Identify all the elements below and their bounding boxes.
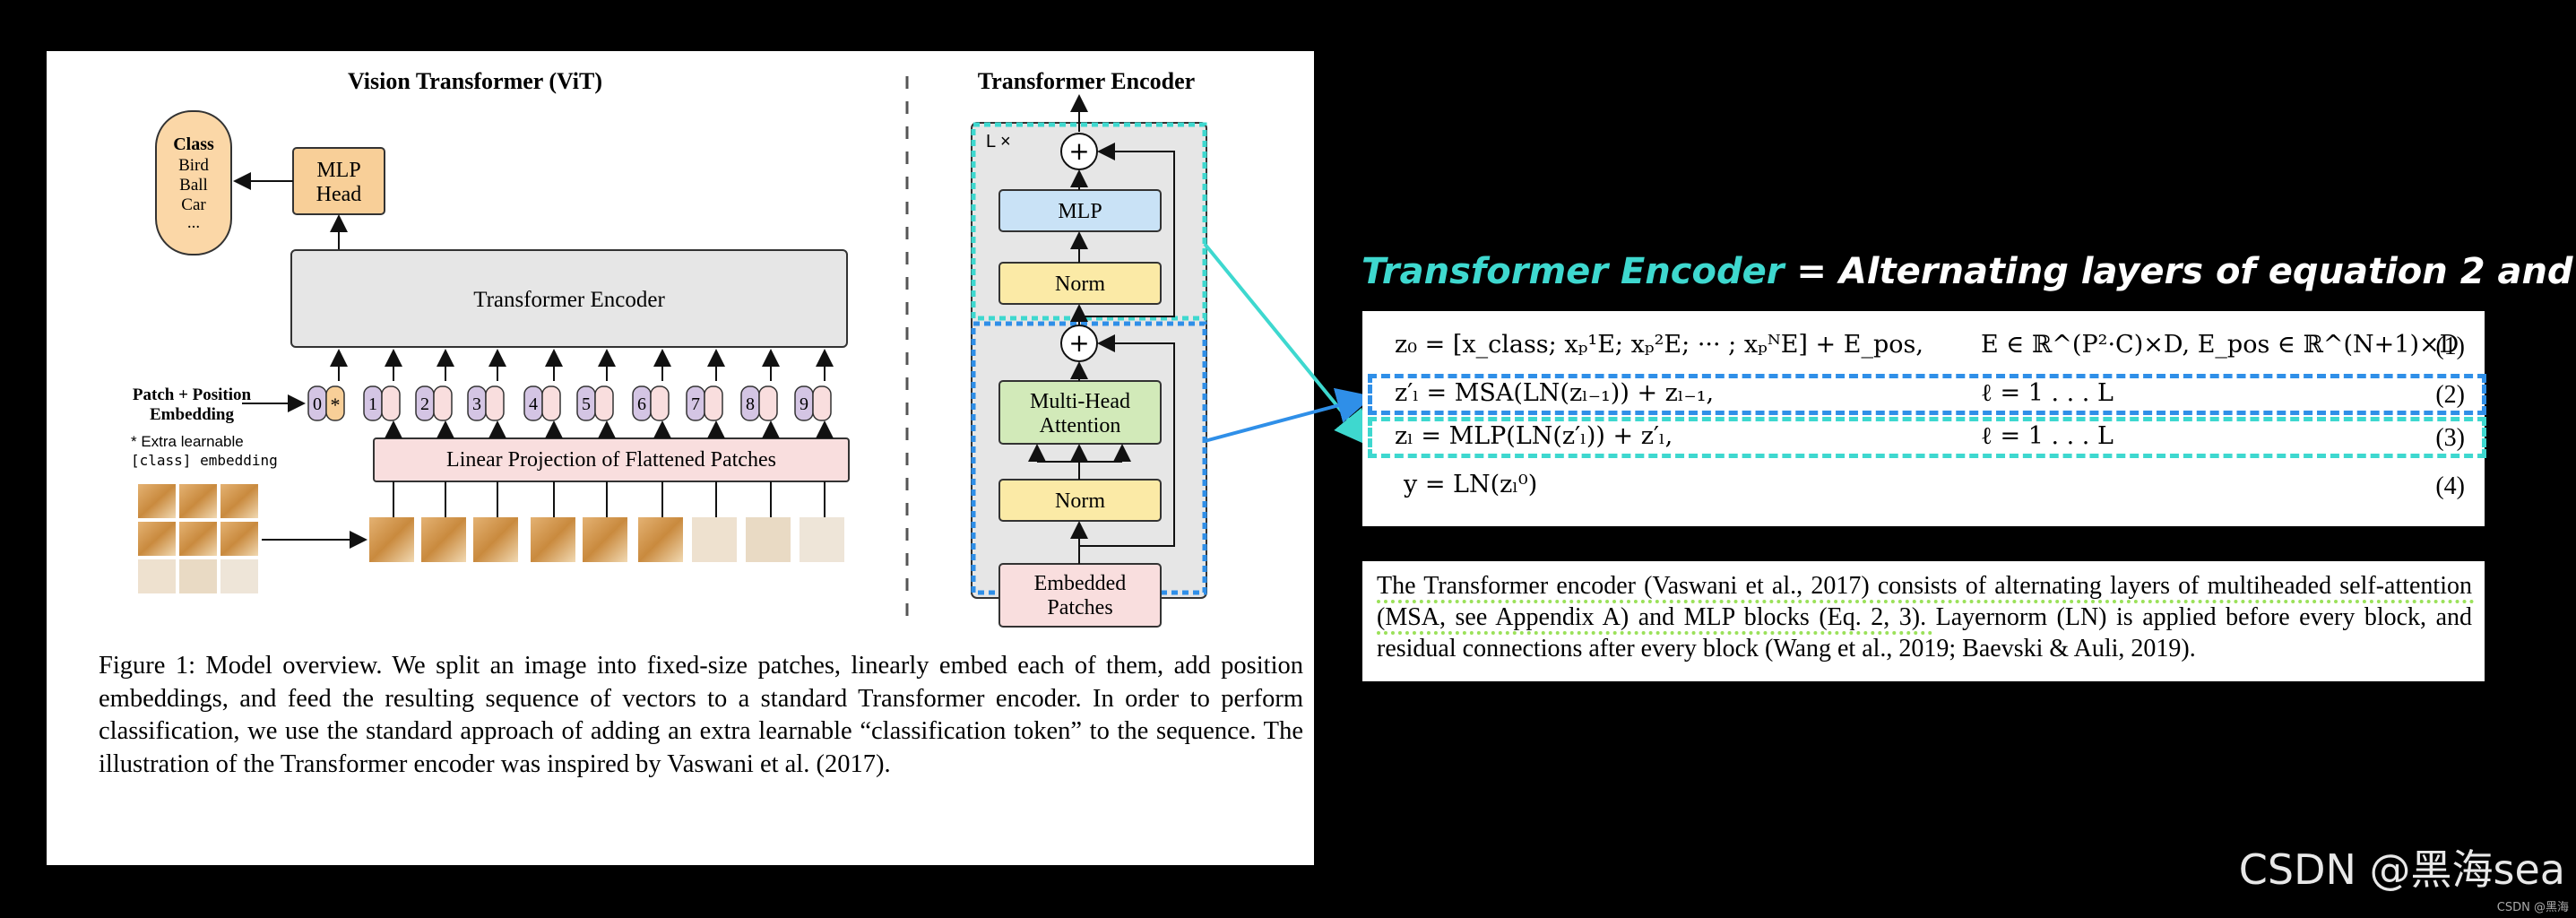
annotation-encoder-term: Transformer Encoder [1361,251,1785,292]
eq1-lhs: z₀ = [x_class; xₚ¹E; xₚ²E; ··· ; xₚᴺE] +… [1395,331,1923,359]
eq3-rhs: ℓ = 1 . . . L [1981,422,2114,450]
encoder-lx-label: L × [986,132,1011,152]
class-item-bird: Bird [178,156,209,175]
transformer-encoder-label: Transformer Encoder [473,288,665,312]
eq1-rhs: E ∈ ℝ^(P²·C)×D, E_pos ∈ ℝ^(N+1)×D [1981,331,2459,359]
vit-diagram: Vision Transformer (ViT) Transformer Enc… [131,68,1207,628]
encoder-flow-arrows [1028,143,1175,564]
svg-text:0: 0 [313,394,322,414]
vit-title: Vision Transformer (ViT) [348,68,602,94]
svg-text:5: 5 [582,394,591,414]
encoder-norm-bottom-label: Norm [1055,489,1105,513]
class-item-ball: Ball [179,176,208,195]
mlp-head-line1: MLP [316,159,360,182]
eq3-number: (3) [2435,424,2465,452]
eq2-number: (2) [2435,381,2465,409]
class-item-ellipsis: ... [187,213,200,232]
encoder-norm-top-label: Norm [1055,273,1105,296]
patch-pos-label-1: Patch + Position [133,385,252,404]
embedded-patches-line1: Embedded [1034,572,1127,595]
equations-box: z₀ = [x_class; xₚ¹E; xₚ²E; ··· ; xₚᴺE] +… [1362,311,2486,526]
svg-text:9: 9 [800,394,808,414]
svg-text:*: * [331,394,341,416]
token-arrows [330,349,834,381]
svg-text:7: 7 [691,394,700,414]
projection-arrows [385,420,834,517]
eq3-highlight [1368,417,2486,458]
svg-text:2: 2 [420,394,429,414]
svg-text:6: 6 [637,394,646,414]
svg-text:4: 4 [529,394,538,414]
vit-figure: Vision Transformer (ViT) Transformer Enc… [47,51,1314,865]
eq1-number: (1) [2435,333,2465,360]
extra-note-1: * Extra learnable [131,433,244,450]
encoder-mha-line2: Attention [1040,414,1121,437]
transformer-encoder-box [290,249,848,348]
token-7: 7 [686,385,723,421]
patch-pos-label-2: Embedding [150,405,234,424]
token-2: 2 [415,385,453,421]
paragraph-box: The Transformer encoder (Vaswani et al.,… [1362,561,2485,681]
token-5: 5 [576,385,614,421]
source-image-patches [138,484,258,593]
encoder-mlp-label: MLP [1058,200,1102,223]
watermark-small: CSDN @黑海 [2496,901,2569,914]
token-0: 0 * [307,385,345,421]
watermark: CSDN @黑海sea [2238,845,2565,894]
mlp-head-line2: Head [316,183,362,206]
embedded-patches-line2: Patches [1047,596,1112,619]
extra-note-2: [class] embedding [131,452,278,469]
encoder-paragraph: The Transformer encoder (Vaswani et al.,… [1377,572,2472,663]
class-title: Class [173,134,214,154]
svg-text:3: 3 [472,394,481,414]
figure-caption: Figure 1: Model overview. We split an im… [99,652,1303,778]
patch-sequence [369,517,844,562]
annotation-rest: = Alternating layers of equation 2 and 3 [1784,251,2576,292]
paragraph-underline-2 [1377,631,1932,635]
eq2-highlight [1368,374,2486,415]
paragraph-underline-1 [1377,600,2475,603]
linear-projection-box [373,437,850,482]
svg-text:+: + [1068,328,1089,358]
blue-connector [1204,387,1373,443]
linear-projection-label: Linear Projection of Flattened Patches [446,448,776,472]
encoder-mlp-highlight [971,122,1207,321]
svg-text:8: 8 [746,394,755,414]
eq4-number: (4) [2435,472,2465,500]
token-3: 3 [467,385,505,421]
svg-text:1: 1 [368,394,377,414]
eq3-lhs: zₗ = MLP(LN(z′ₗ)) + z′ₗ, [1395,422,1673,450]
encoder-title: Transformer Encoder [978,68,1195,94]
svg-text:+: + [1068,136,1089,166]
eq2-lhs: z′ₗ = MSA(LN(zₗ₋₁)) + zₗ₋₁, [1395,379,1715,407]
cyan-connector [1203,242,1371,447]
class-box [155,110,232,255]
class-item-car: Car [181,195,206,214]
encoder-mha-line1: Multi-Head [1030,390,1130,413]
eq2-rhs: ℓ = 1 . . . L [1981,379,2114,407]
eq4-lhs: y = LN(zₗ⁰) [1404,471,1538,498]
annotation-heading: Transformer Encoder = Alternating layers… [1361,251,2576,292]
